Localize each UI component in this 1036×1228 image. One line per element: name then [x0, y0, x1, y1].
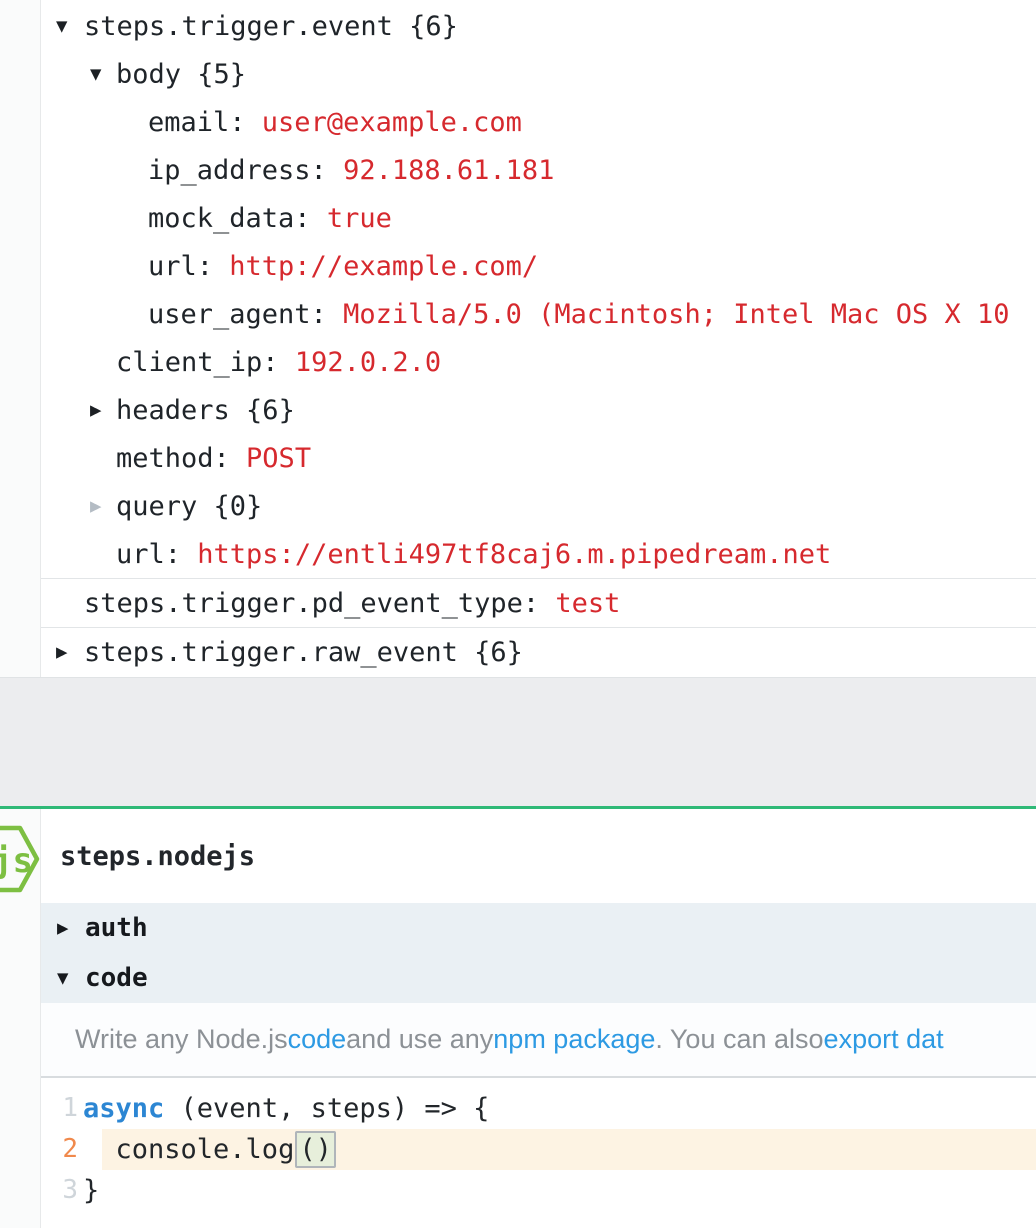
- chevron-down-icon[interactable]: ▼: [90, 63, 102, 85]
- keyword-token: async: [83, 1093, 165, 1124]
- description-text: . You can also: [655, 1024, 824, 1054]
- tree-row-url: url: http://example.com/: [41, 242, 1036, 290]
- tree-row-headers[interactable]: ▶ headers {6}: [41, 386, 1036, 434]
- tree-row-query[interactable]: ▶ query {0}: [41, 482, 1036, 530]
- code-section-description: Write any Node.js code and use any npm p…: [41, 1003, 1036, 1076]
- tree-value: 192.0.2.0: [294, 346, 442, 378]
- tree-row-body[interactable]: ▼ body {5}: [41, 50, 1036, 98]
- code-section-label: code: [85, 963, 148, 993]
- code-line-1[interactable]: async (event, steps) => {: [83, 1088, 1036, 1129]
- tree-row-steps-trigger-event[interactable]: ▼ steps.trigger.event {6}: [41, 2, 1036, 50]
- tree-key: url:: [148, 250, 230, 282]
- description-text: Write any Node.js: [75, 1024, 288, 1054]
- editor-gutter: 1 2 3: [41, 1088, 102, 1211]
- chevron-right-icon[interactable]: ▶: [56, 641, 68, 663]
- chevron-right-icon[interactable]: ▶: [90, 399, 102, 421]
- chevron-down-icon: ▼: [57, 967, 69, 989]
- code-line-3[interactable]: }: [83, 1170, 1036, 1211]
- matching-bracket-highlight: (): [295, 1131, 336, 1168]
- child-count-badge: {6}: [457, 636, 523, 668]
- tree-row-user-agent: user_agent: Mozilla/5.0 (Macintosh; Inte…: [41, 290, 1036, 338]
- chevron-right-icon[interactable]: ▶: [90, 495, 102, 517]
- nodejs-logo-icon: js: [0, 825, 40, 893]
- step-card-header: steps.nodejs: [41, 809, 1036, 903]
- child-count-badge: {0}: [197, 490, 263, 522]
- tree-value: Mozilla/5.0 (Macintosh; Intel Mac OS X 1…: [343, 298, 1010, 330]
- tree-key: mock_data:: [148, 202, 327, 234]
- auth-section-toggle[interactable]: ▶ auth: [41, 903, 1036, 953]
- tree-footer-rows: steps.trigger.pd_event_type: test ▶ steps.…: [41, 578, 1036, 676]
- chevron-down-icon[interactable]: ▼: [56, 15, 68, 37]
- code-token: (event, steps) => {: [164, 1093, 490, 1124]
- tree-key: method:: [116, 442, 247, 474]
- tree-value: test: [555, 587, 621, 619]
- active-step-divider: [0, 806, 1036, 809]
- child-count-badge: {6}: [392, 10, 458, 42]
- doc-link[interactable]: code: [287, 1024, 347, 1054]
- tree-key: ip_address:: [148, 154, 344, 186]
- step-sections: ▶ auth ▼ code: [41, 903, 1036, 1003]
- tree-key: steps.trigger.event: [84, 10, 393, 42]
- panel-gap: [0, 677, 1036, 806]
- tree-key: headers: [116, 394, 230, 426]
- code-line-text: async (event, steps) => {: [83, 1088, 489, 1129]
- code-token: console.log: [83, 1134, 295, 1165]
- tree-value: true: [326, 202, 392, 234]
- tree-row-email: email: user@example.com: [41, 98, 1036, 146]
- tree-row-steps-trigger-pd-event-type: steps.trigger.pd_event_type: test: [41, 578, 1036, 627]
- auth-section-label: auth: [85, 913, 148, 943]
- code-line-2[interactable]: console.log(): [102, 1129, 1036, 1170]
- chevron-right-icon: ▶: [57, 917, 69, 939]
- code-line-text: console.log(): [83, 1129, 336, 1170]
- code-editor[interactable]: 1 2 3 async (event, steps) => { console.lo…: [41, 1076, 1036, 1228]
- gutter-line-number: 3: [62, 1175, 78, 1205]
- tree-key: steps.trigger.pd_event_type:: [84, 587, 556, 619]
- tree-row-steps-trigger-raw-event[interactable]: ▶ steps.trigger.raw_event {6}: [41, 627, 1036, 676]
- tree-row-ip-address: ip_address: 92.188.61.181: [41, 146, 1036, 194]
- child-count-badge: {6}: [229, 394, 295, 426]
- gutter-line-number: 1: [62, 1093, 78, 1123]
- nodejs-step-card: steps.nodejs ▶ auth ▼ code Write any Nod…: [40, 809, 1036, 1228]
- tree-value: 92.188.61.181: [343, 154, 555, 186]
- tree-key: steps.trigger.raw_event: [84, 636, 458, 668]
- gutter-line-number: 2: [62, 1134, 78, 1164]
- code-line-text: }: [83, 1170, 99, 1211]
- doc-link[interactable]: npm package: [493, 1024, 656, 1054]
- code-section-toggle[interactable]: ▼ code: [41, 953, 1036, 1003]
- tree-row-client-ip: client_ip: 192.0.2.0: [41, 338, 1036, 386]
- trigger-event-tree: ▼ steps.trigger.event {6} ▼ body {5} email: …: [40, 0, 1036, 677]
- tree-row-method: method: POST: [41, 434, 1036, 482]
- description-text: and use any: [346, 1024, 494, 1054]
- tree-key: body: [116, 58, 182, 90]
- tree-row-mock-data: mock_data: true: [41, 194, 1036, 242]
- tree-value: user@example.com: [261, 106, 522, 138]
- step-title: steps.nodejs: [60, 840, 256, 872]
- tree-value: http://example.com/: [229, 250, 539, 282]
- tree-row-url: url: https://entli497tf8caj6.m.pipedream…: [41, 530, 1036, 578]
- tree-key: email:: [148, 106, 262, 138]
- tree-value: POST: [246, 442, 312, 474]
- doc-link[interactable]: export dat: [823, 1024, 944, 1054]
- tree-key: url:: [116, 538, 198, 570]
- tree-key: user_agent:: [148, 298, 344, 330]
- tree-key: query: [116, 490, 198, 522]
- editor-lines: async (event, steps) => { console.log()}: [83, 1088, 1036, 1211]
- svg-text:js: js: [0, 841, 33, 881]
- code-token: }: [83, 1175, 100, 1206]
- tree-main-rows: ▼ steps.trigger.event {6} ▼ body {5} email: …: [41, 2, 1036, 578]
- tree-key: client_ip:: [116, 346, 295, 378]
- child-count-badge: {5}: [181, 58, 247, 90]
- tree-value: https://entli497tf8caj6.m.pipedream.net: [197, 538, 832, 570]
